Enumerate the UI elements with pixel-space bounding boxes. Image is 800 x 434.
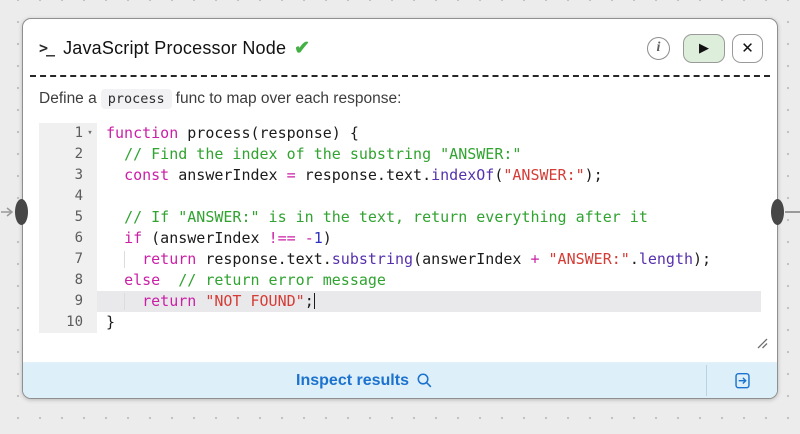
line-number: 10 (39, 312, 97, 333)
play-icon: ▶ (699, 40, 709, 55)
close-icon: ✕ (741, 40, 754, 57)
code-line-7[interactable]: 7 return response.text.substring(answerI… (39, 249, 761, 270)
box-arrow-right-icon (733, 371, 752, 390)
code-line-10[interactable]: 10} (39, 312, 761, 333)
resize-grip-icon[interactable] (755, 336, 768, 354)
code-line-2[interactable]: 2 // Find the index of the substring "AN… (39, 144, 761, 165)
line-number: 6 (39, 228, 97, 249)
text-cursor (313, 293, 316, 309)
footer-divider (706, 365, 707, 396)
input-connector-handle[interactable] (15, 199, 28, 225)
output-wire-line (785, 211, 800, 213)
info-icon: i (656, 40, 661, 55)
code-line-3[interactable]: 3 const answerIndex = response.text.inde… (39, 165, 761, 186)
description-suffix: func to map over each response: (175, 90, 402, 107)
code-line-9[interactable]: 9 return "NOT FOUND"; (39, 291, 761, 312)
code-editor[interactable]: 1▾function process(response) {2 // Find … (39, 123, 761, 333)
magnifier-icon (416, 372, 433, 389)
inspect-results-button[interactable]: Inspect results (23, 363, 706, 398)
line-number: 8 (39, 270, 97, 291)
inspect-results-label: Inspect results (296, 371, 409, 389)
line-number: 1▾ (39, 123, 97, 144)
process-code-chip: process (100, 89, 172, 109)
output-connector-handle[interactable] (771, 199, 784, 225)
node-description: Define a process func to map over each r… (39, 89, 761, 109)
input-wire-arrow-icon (0, 204, 16, 225)
terminal-icon: >_ (39, 39, 55, 57)
node-footer: Inspect results (23, 362, 777, 398)
node-header: >_ JavaScript Processor Node ✔ i ▶ ✕ (31, 29, 769, 67)
line-number: 4 (39, 186, 97, 207)
javascript-processor-node: >_ JavaScript Processor Node ✔ i ▶ ✕ Def… (22, 18, 778, 399)
code-line-8[interactable]: 8 else // return error message (39, 270, 761, 291)
open-panel-button[interactable] (707, 363, 777, 398)
code-line-6[interactable]: 6 if (answerIndex !== -1) (39, 228, 761, 249)
fold-arrow-icon: ▾ (87, 128, 93, 138)
dashed-divider (30, 75, 770, 77)
info-button[interactable]: i (647, 36, 670, 60)
run-button[interactable]: ▶ (683, 33, 725, 63)
close-button[interactable]: ✕ (732, 33, 763, 63)
code-line-4[interactable]: 4 (39, 186, 761, 207)
description-prefix: Define a (39, 90, 97, 107)
line-number: 2 (39, 144, 97, 165)
line-number: 3 (39, 165, 97, 186)
code-line-1[interactable]: 1▾function process(response) { (39, 123, 761, 144)
line-number: 9 (39, 291, 97, 312)
line-number: 5 (39, 207, 97, 228)
code-line-5[interactable]: 5 // If "ANSWER:" is in the text, return… (39, 207, 761, 228)
node-title: JavaScript Processor Node (63, 37, 287, 58)
success-check-icon: ✔ (294, 37, 311, 59)
line-number: 7 (39, 249, 97, 270)
